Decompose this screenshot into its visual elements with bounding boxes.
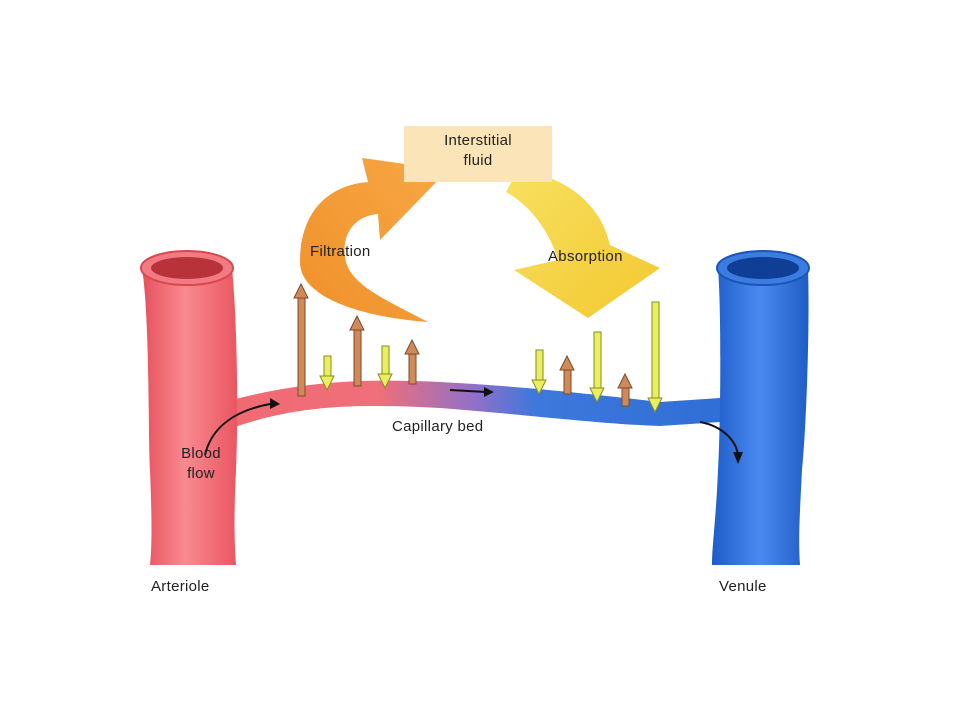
absorption-label: Absorption	[548, 248, 623, 265]
filtration-label: Filtration	[310, 243, 371, 260]
arteriole-label: Arteriole	[151, 578, 210, 595]
blood-flow-label: Blood flow	[166, 444, 236, 484]
flow-arrow-icon	[204, 389, 739, 456]
filtration-arrow-icon	[300, 158, 448, 322]
arteriole-vessel	[140, 250, 238, 565]
blood-flow-line-2: flow	[187, 465, 215, 482]
venule-vessel	[712, 250, 810, 565]
inward-arrows	[319, 301, 663, 414]
venule-label: Venule	[719, 578, 767, 595]
absorption-arrow-icon	[506, 170, 660, 318]
outward-arrows	[293, 282, 633, 407]
capillary-bed-label: Capillary bed	[392, 418, 484, 435]
interstitial-fluid-label: Interstitial fluid	[404, 131, 552, 171]
capillary-bed	[232, 380, 720, 428]
interstitial-line-2: fluid	[463, 152, 493, 169]
interstitial-line-1: Interstitial	[444, 132, 512, 149]
interstitial-fluid-box	[404, 126, 552, 182]
blood-flow-line-1: Blood	[181, 445, 221, 462]
